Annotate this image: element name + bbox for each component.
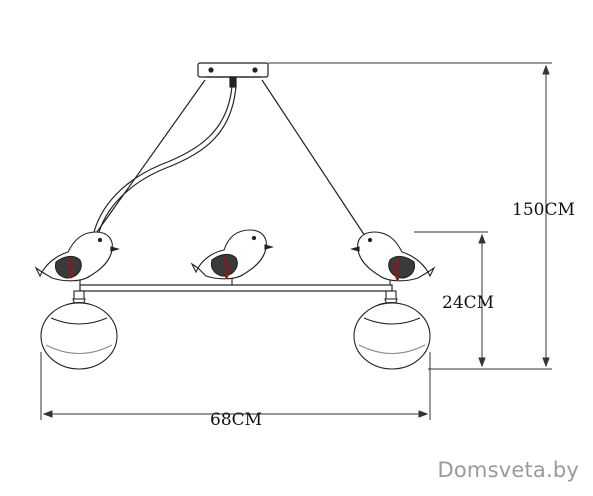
suspension-cables bbox=[86, 79, 366, 247]
dimension-total-height bbox=[268, 62, 552, 370]
bird-middle bbox=[190, 229, 275, 285]
dimension-body-height bbox=[414, 231, 488, 368]
total-height-label: 150CM bbox=[512, 200, 575, 220]
bird-right bbox=[349, 231, 436, 285]
body-height-label: 24CM bbox=[442, 293, 494, 313]
lamp-right bbox=[353, 290, 431, 370]
ceiling-canopy bbox=[197, 62, 269, 88]
bird-left bbox=[34, 231, 121, 285]
dimension-width bbox=[40, 352, 431, 420]
width-label: 68CM bbox=[210, 410, 262, 430]
horizontal-bar bbox=[79, 284, 393, 292]
watermark: Domsveta.by bbox=[437, 458, 579, 482]
lamp-left bbox=[40, 290, 118, 370]
